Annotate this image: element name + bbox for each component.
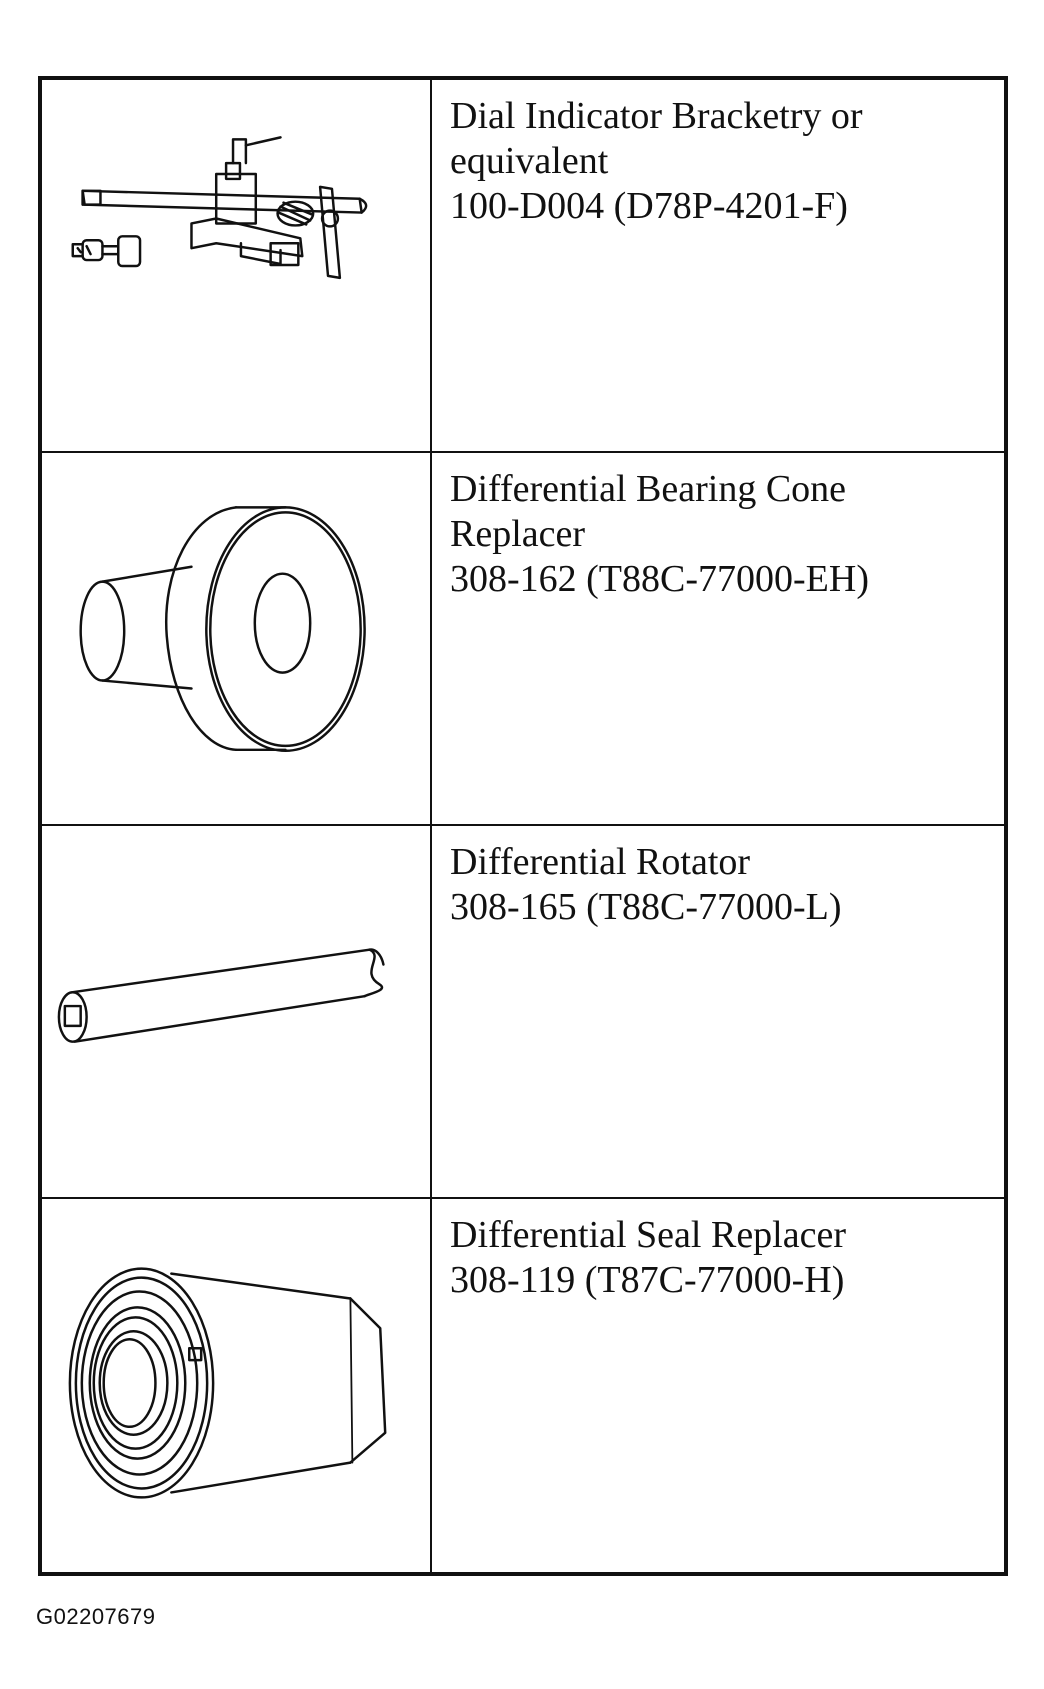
tool-name-line: Differential Bearing Cone: [450, 468, 847, 510]
tool-description-cell: Differential Rotator 308-165 (T88C-77000…: [432, 826, 1004, 1199]
tool-illustration-cell: [42, 80, 432, 453]
tool-name-line: Replacer: [450, 513, 586, 555]
tool-part-number: 100-D004 (D78P-4201-F): [450, 185, 848, 227]
figure-id: G02207679: [36, 1604, 156, 1629]
tool-description-cell: Dial Indicator Bracketry or equivalent 1…: [432, 80, 1004, 453]
bearing-cone-replacer-icon: [79, 506, 366, 753]
differential-rotator-icon: [57, 948, 385, 1043]
tool-illustration-cell: [42, 1199, 432, 1572]
tool-description-cell: Differential Bearing Cone Replacer 308-1…: [432, 453, 1004, 826]
tool-name-line: Differential Rotator: [450, 841, 751, 883]
special-tools-table: Dial Indicator Bracketry or equivalent 1…: [38, 76, 1008, 1576]
tool-part-number: 308-119 (T87C-77000-H): [450, 1259, 845, 1301]
tool-description-cell: Differential Seal Replacer 308-119 (T87C…: [432, 1199, 1004, 1572]
tool-part-number: 308-165 (T88C-77000-L): [450, 886, 842, 928]
tool-part-number: 308-162 (T88C-77000-EH): [450, 558, 869, 600]
tool-name-line: Differential Seal Replacer: [450, 1214, 846, 1256]
tool-illustration-cell: [42, 453, 432, 826]
tool-name-line: Dial Indicator Bracketry or: [450, 95, 863, 137]
dial-indicator-bracketry-icon: [71, 136, 368, 280]
tool-name-line: equivalent: [450, 140, 609, 182]
seal-replacer-icon: [68, 1267, 387, 1499]
tool-illustration-cell: [42, 826, 432, 1199]
